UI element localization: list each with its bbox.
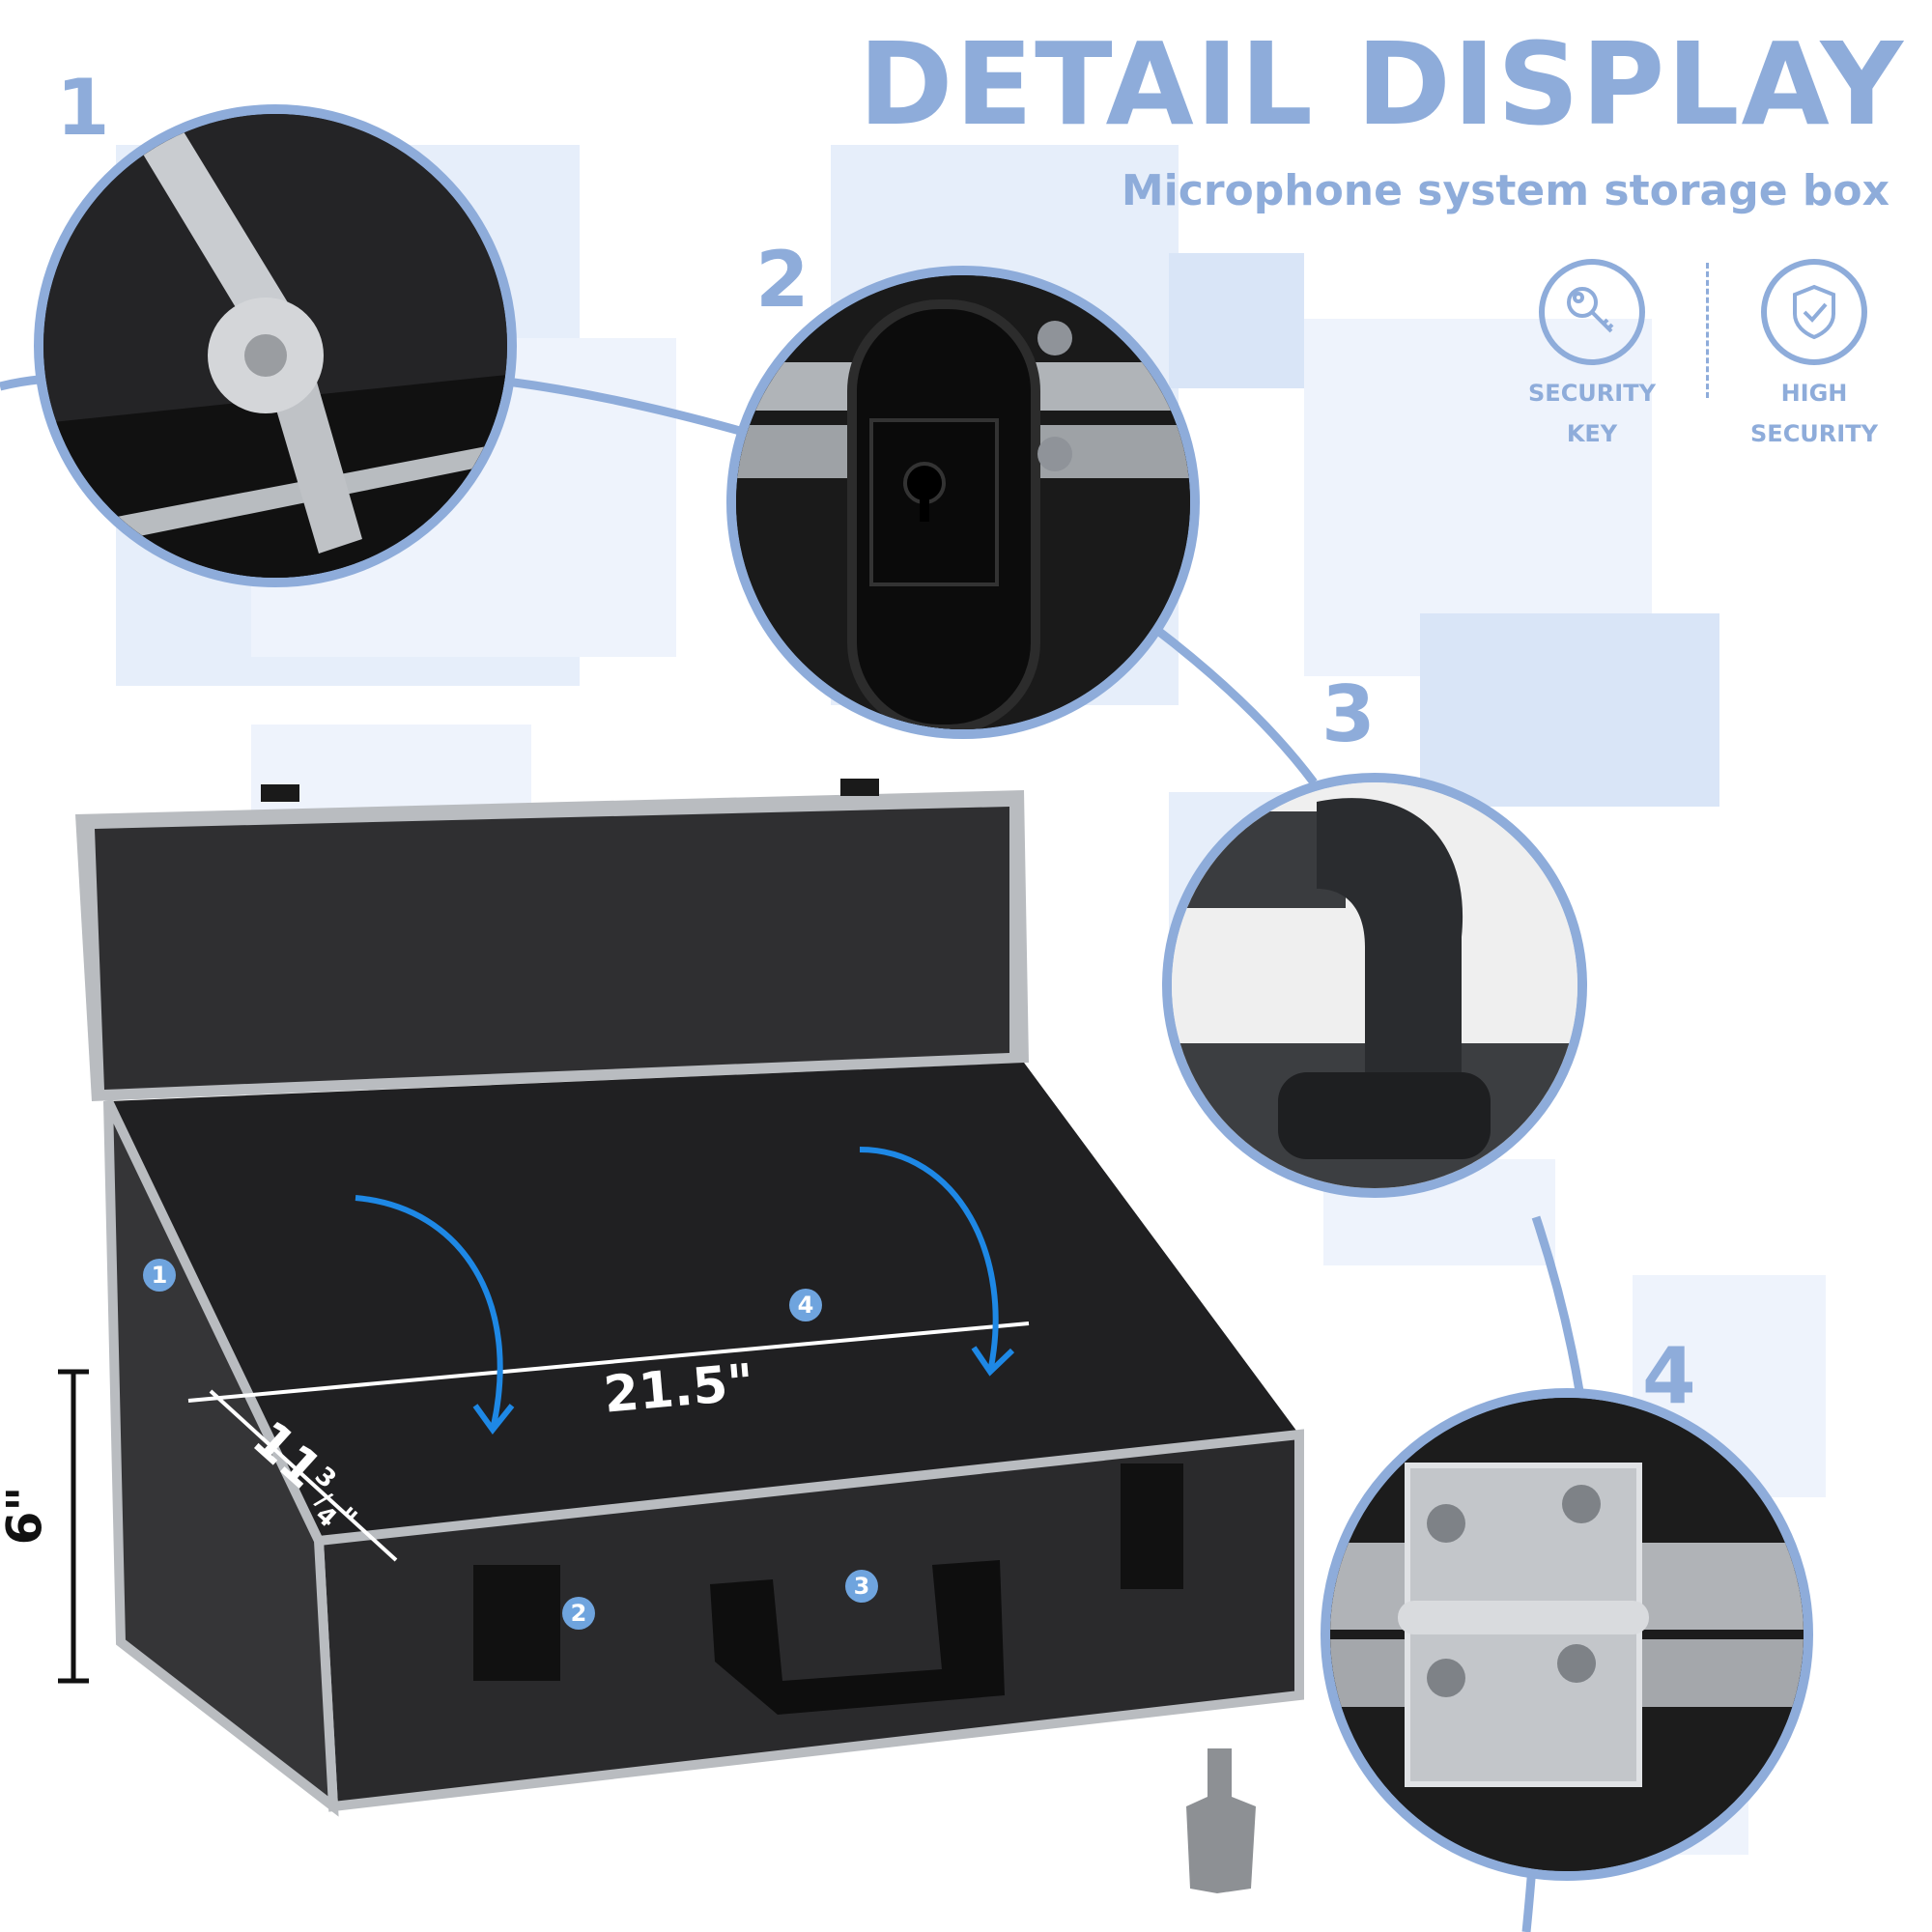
shield-check-icon (1761, 259, 1867, 365)
divider (1706, 263, 1709, 398)
page-title: DETAIL DISPLAY (858, 17, 1905, 151)
rear-hinge-illustration (1330, 1398, 1804, 1871)
detail-circle-hinge-arm (34, 104, 517, 587)
hinge-arm-illustration (43, 114, 507, 578)
detail-circle-latch (726, 266, 1200, 739)
dimension-height: 6" (0, 1486, 53, 1546)
feature-label: KEY (1566, 420, 1618, 447)
marker-4: 4 (789, 1289, 822, 1321)
detail-number-2: 2 (755, 235, 810, 325)
page-subtitle: Microphone system storage box (1121, 166, 1889, 215)
detail-number-3: 3 (1321, 669, 1376, 759)
feature-label: HIGH (1780, 380, 1848, 407)
bg-square (1169, 253, 1304, 388)
marker-1: 1 (143, 1259, 176, 1292)
feature-label: SECURITY (1528, 380, 1656, 407)
feature-security-key: SECURITY KEY (1495, 259, 1689, 454)
feature-label: SECURITY (1750, 420, 1878, 447)
latch-illustration (736, 275, 1190, 729)
detail-number-1: 1 (56, 63, 110, 153)
marker-2: 2 (562, 1597, 595, 1630)
marker-3: 3 (845, 1570, 878, 1603)
detail-circle-rear-hinge (1321, 1388, 1813, 1881)
detail-number-4: 4 (1642, 1331, 1696, 1421)
feature-high-security: HIGH SECURITY (1718, 259, 1911, 454)
bg-square (1420, 613, 1719, 807)
key-icon (1539, 259, 1645, 365)
